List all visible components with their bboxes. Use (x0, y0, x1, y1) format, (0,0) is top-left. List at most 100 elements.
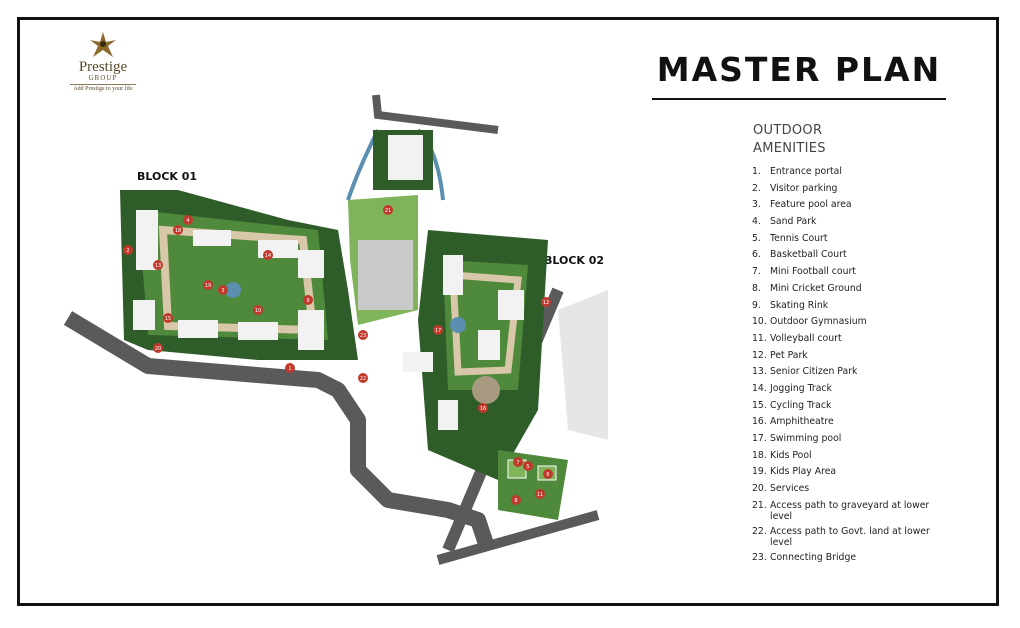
amenity-marker-number: 19 (205, 283, 211, 289)
amenity-label: Visitor parking (770, 182, 838, 194)
amenity-label: Senior Citizen Park (770, 366, 858, 378)
amenity-label: Entrance portal (770, 166, 842, 177)
amenity-marker: 13 (153, 260, 163, 270)
amenity-label: Skating Rink (770, 299, 829, 311)
amenity-marker-number: 7 (516, 460, 519, 466)
amenity-number: 4. (752, 216, 761, 228)
logo-emblem-icon (90, 32, 116, 57)
amenity-item: 14.Jogging Track (752, 383, 952, 395)
amenity-item: 8.Mini Cricket Ground (752, 283, 952, 295)
amenities-heading: OUTDOOR AMENITIES (753, 122, 933, 158)
amenity-marker: 19 (203, 280, 213, 290)
amenity-marker-number: 4 (186, 218, 189, 224)
block-02-buildings (403, 255, 524, 430)
amenity-marker-number: 15 (165, 316, 171, 322)
amenity-item: 5. Tennis Court (752, 233, 952, 245)
amenity-number: 15. (752, 399, 767, 411)
amenity-number: 19. (752, 466, 767, 478)
amenity-marker-number: 6 (546, 472, 549, 478)
amenity-item: 4.Sand Park (752, 216, 952, 228)
amenity-number: 11. (752, 332, 767, 344)
block-02-pool (450, 317, 466, 333)
amenity-marker: 23 (358, 330, 368, 340)
amenity-marker: 9 (303, 295, 313, 305)
amenity-marker-number: 17 (435, 328, 441, 334)
block-01-feature-pool (225, 282, 241, 298)
amenity-item: 13.Senior Citizen Park (752, 366, 952, 378)
amenity-label: Jogging Track (770, 382, 832, 394)
amenity-item: 3. Feature pool area (752, 199, 952, 211)
amenity-marker: 12 (541, 297, 551, 307)
amenity-label: Feature pool area (770, 199, 852, 211)
amenity-item: 1. Entrance portal (752, 166, 952, 178)
amenity-item: 17.Swimming pool (752, 433, 952, 445)
amenity-label: Pet Park (770, 349, 808, 361)
amenity-label: Access path to graveyard at lower level (770, 499, 930, 523)
amenity-marker-number: 13 (155, 263, 161, 269)
amenity-item: 15.Cycling Track (752, 400, 952, 412)
amenity-marker-number: 12 (543, 300, 549, 306)
amenity-number: 5. (752, 232, 761, 244)
amenity-marker-number: 3 (221, 288, 224, 294)
amenity-marker: 4 (183, 215, 193, 225)
amenity-label: Basketball Court (770, 249, 847, 261)
amenity-item: 23.Connecting Bridge (752, 552, 952, 564)
amenity-marker-number: 5 (526, 464, 529, 470)
amenity-marker: 15 (163, 313, 173, 323)
amenity-number: 17. (752, 433, 767, 444)
logo-sub: GROUP (88, 74, 118, 82)
amenity-marker-number: 11 (537, 492, 543, 498)
amenity-item: 20.Services (752, 483, 952, 495)
logo-tagline: Add Prestige to your life (70, 84, 136, 92)
amenity-number: 1. (752, 166, 761, 177)
amenity-item: 2. Visitor parking (752, 183, 952, 195)
amenity-label: Mini Football court (770, 266, 856, 278)
amenity-marker: 20 (153, 343, 163, 353)
block-02-jogging-track (449, 271, 522, 376)
block-01-label: BLOCK 01 (137, 170, 198, 183)
amenity-marker-number: 18 (175, 228, 181, 234)
amenities-list: 1. Entrance portal 2. Visitor parking 3. Feat… (752, 166, 952, 568)
amenity-marker-number: 1 (288, 366, 291, 372)
amenity-item: 9.Skating Rink (752, 300, 952, 312)
amenity-marker-number: 20 (155, 346, 161, 352)
amenity-label: Swimming pool (770, 433, 842, 444)
amenity-marker: 7 (513, 457, 523, 467)
amenity-number: 12. (752, 349, 767, 361)
amenity-item: 19.Kids Play Area (752, 466, 952, 478)
amenity-label: Tennis Court (770, 232, 828, 244)
logo-name: Prestige (78, 59, 128, 75)
amenity-number: 2. (752, 182, 761, 194)
title-underline (652, 98, 946, 100)
amenity-item: 12.Pet Park (752, 350, 952, 362)
amenity-item: 21.Access path to graveyard at lower lev… (752, 500, 952, 523)
amenity-number: 3. (752, 199, 761, 211)
amenity-number: 18. (752, 449, 767, 461)
amenity-label: Mini Cricket Ground (770, 282, 862, 294)
amenity-marker: 6 (543, 469, 553, 479)
prestige-logo: Prestige GROUP Add Prestige to your life (58, 30, 148, 110)
amenity-marker: 17 (433, 325, 443, 335)
amenities-heading-line1: OUTDOOR (753, 123, 823, 138)
amenity-item: 22.Access path to Govt. land at lower le… (752, 526, 952, 549)
amenity-marker-number: 9 (306, 298, 309, 304)
central-open-plot (358, 240, 413, 310)
north-road (372, 94, 499, 134)
amenity-marker-number: 16 (480, 406, 486, 412)
amenity-marker: 16 (478, 403, 488, 413)
amenity-marker-number: 2 (126, 248, 129, 254)
amenity-marker: 10 (253, 305, 263, 315)
amphitheatre (472, 376, 500, 404)
amenity-number: 6. (752, 249, 761, 261)
amenity-marker-number: 21 (385, 208, 391, 214)
amenity-label: Connecting Bridge (770, 551, 857, 563)
amenity-label: Services (770, 483, 810, 495)
amenity-marker-number: 22 (360, 376, 366, 382)
amenity-marker: 22 (358, 373, 368, 383)
amenity-marker: 18 (173, 225, 183, 235)
amenity-label: Kids Play Area (770, 466, 837, 478)
amenity-marker-number: 8 (514, 498, 517, 504)
amenity-marker: 21 (383, 205, 393, 215)
amenity-marker-number: 14 (265, 253, 271, 259)
